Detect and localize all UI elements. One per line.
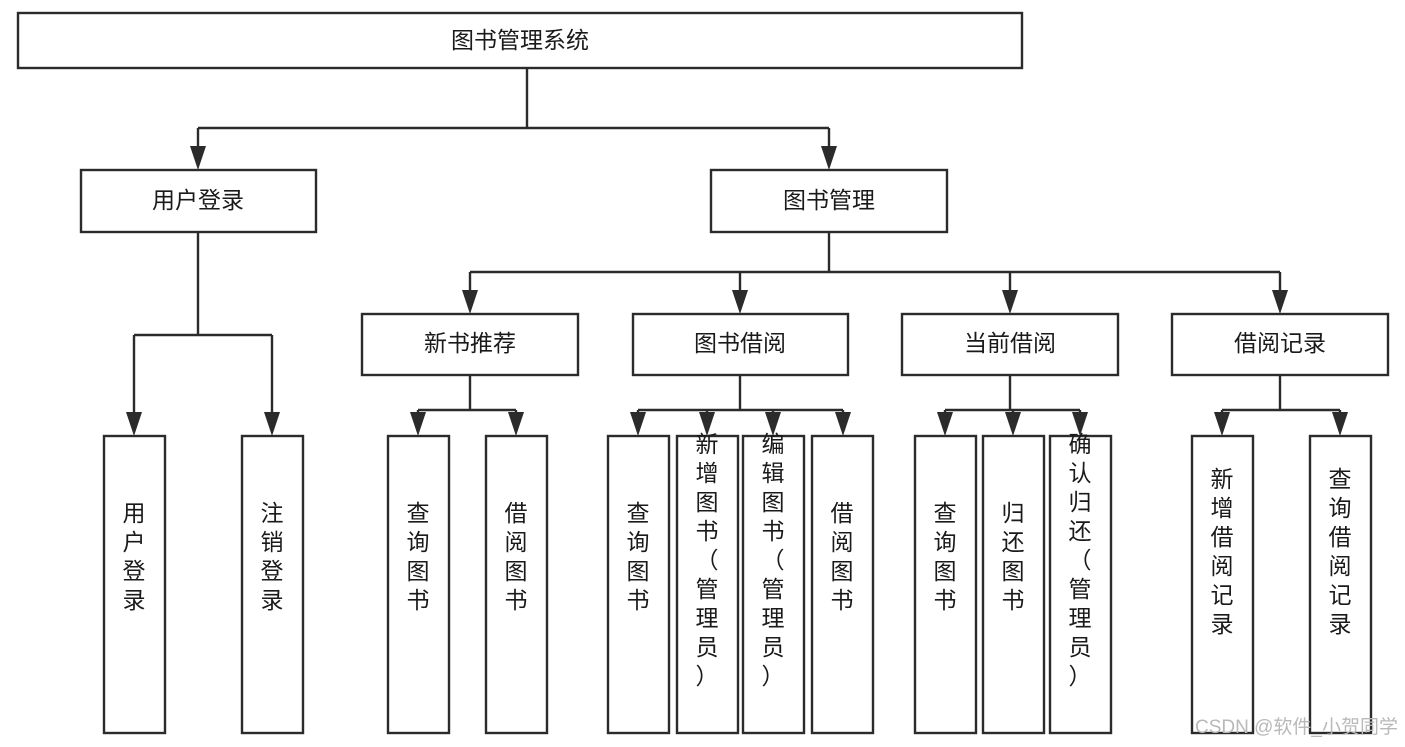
node-borrow-record-box[interactable] — [1170, 312, 1390, 377]
leaf-new-book-recommend-0-label: 查询图书 — [407, 500, 430, 613]
arrow-head-leaf-borrow-record-0 — [1214, 412, 1230, 436]
node-root-label: 图书管理系统 — [451, 27, 589, 53]
leaf-book-borrow-1-box[interactable] — [675, 434, 740, 735]
leaf-borrow-record-1[interactable]: 查询借阅记录 — [1308, 434, 1373, 735]
leaf-new-book-recommend-1-label: 借阅图书 — [505, 500, 528, 613]
leaf-current-borrow-0-label: 查询图书 — [934, 500, 957, 613]
arrow-head-leaf-user-login-1 — [264, 412, 280, 436]
leaf-current-borrow-1-label: 归还图书 — [1002, 500, 1025, 613]
node-book-borrow-label: 图书借阅 — [694, 330, 786, 356]
node-new-book-recommend-box[interactable] — [360, 312, 580, 377]
leaf-book-borrow-3-box[interactable] — [810, 434, 875, 735]
node-current-borrow-box[interactable] — [900, 312, 1120, 377]
leaf-current-borrow-0-box[interactable] — [913, 434, 978, 735]
node-book-borrow-box[interactable] — [631, 312, 850, 377]
node-user-login[interactable]: 用户登录 — [79, 168, 318, 234]
leaf-book-borrow-2[interactable]: 编辑图书（管理员） — [741, 431, 806, 735]
arrow-head-leaf-current-borrow-2 — [1072, 412, 1088, 436]
node-borrow-record[interactable]: 借阅记录 — [1170, 312, 1390, 377]
leaf-user-login-1-box[interactable] — [240, 434, 305, 735]
leaf-book-borrow-3-label: 借阅图书 — [831, 500, 854, 613]
arrow-head-book-borrow — [732, 290, 748, 314]
leaf-new-book-recommend-1[interactable]: 借阅图书 — [484, 434, 549, 735]
arrow-head-leaf-new-book-1 — [508, 412, 524, 436]
node-new-book-recommend[interactable]: 新书推荐 — [360, 312, 580, 377]
leaf-borrow-record-0-label: 新增借阅记录 — [1211, 466, 1234, 637]
leaf-book-borrow-3[interactable]: 借阅图书 — [810, 434, 875, 735]
arrow-head-leaf-current-borrow-0 — [937, 412, 953, 436]
leaf-borrow-record-0[interactable]: 新增借阅记录 — [1190, 434, 1255, 735]
leaf-book-borrow-1[interactable]: 新增图书（管理员） — [675, 431, 740, 735]
arrow-head-leaf-borrow-record-1 — [1332, 412, 1348, 436]
leaf-book-borrow-1-label: 新增图书（管理员） — [696, 431, 719, 689]
watermark-label: CSDN @软件_小贺同学 — [1195, 716, 1398, 738]
node-book-borrow[interactable]: 图书借阅 — [631, 312, 850, 377]
arrow-head-leaf-book-borrow-3 — [835, 412, 851, 436]
node-root[interactable]: 图书管理系统 — [16, 11, 1024, 70]
node-current-borrow[interactable]: 当前借阅 — [900, 312, 1120, 377]
arrow-head-book-manage — [821, 146, 837, 170]
leaf-current-borrow-1[interactable]: 归还图书 — [981, 434, 1046, 735]
node-user-login-box[interactable] — [79, 168, 318, 234]
node-book-manage-box[interactable] — [709, 168, 949, 234]
arrow-head-leaf-book-borrow-2 — [765, 412, 781, 436]
leaf-current-borrow-0[interactable]: 查询图书 — [913, 434, 978, 735]
leaf-user-login-0-box[interactable] — [102, 434, 167, 735]
leaf-borrow-record-1-box[interactable] — [1308, 434, 1373, 735]
node-book-manage[interactable]: 图书管理 — [709, 168, 949, 234]
leaf-book-borrow-0-box[interactable] — [606, 434, 671, 735]
leaf-book-borrow-2-box[interactable] — [741, 434, 806, 735]
leaf-book-borrow-2-label: 编辑图书（管理员） — [762, 431, 785, 689]
leaf-current-borrow-2-box[interactable] — [1048, 434, 1113, 735]
node-new-book-recommend-label: 新书推荐 — [424, 330, 516, 356]
arrow-head-current-borrow — [1002, 290, 1018, 314]
leaf-book-borrow-0-label: 查询图书 — [627, 500, 650, 613]
leaf-user-login-0[interactable]: 用户登录 — [102, 434, 167, 735]
arrow-head-leaf-current-borrow-1 — [1005, 412, 1021, 436]
arrow-head-user-login — [190, 146, 206, 170]
arrow-head-new-book-recommend — [462, 290, 478, 314]
leaf-current-borrow-2[interactable]: 确认归还（管理员） — [1048, 431, 1113, 735]
node-borrow-record-label: 借阅记录 — [1234, 330, 1326, 356]
leaf-current-borrow-2-label: 确认归还（管理员） — [1069, 431, 1092, 689]
arrow-head-leaf-book-borrow-0 — [630, 412, 646, 436]
node-book-manage-label: 图书管理 — [783, 187, 875, 213]
leaf-new-book-recommend-0[interactable]: 查询图书 — [386, 434, 451, 735]
node-current-borrow-label: 当前借阅 — [964, 330, 1056, 356]
arrow-head-leaf-new-book-0 — [410, 412, 426, 436]
leaf-new-book-recommend-0-box[interactable] — [386, 434, 451, 735]
leaf-borrow-record-0-box[interactable] — [1190, 434, 1255, 735]
leaf-user-login-1[interactable]: 注销登录 — [240, 434, 305, 735]
leaf-user-login-1-label: 注销登录 — [261, 500, 284, 613]
leaf-current-borrow-1-box[interactable] — [981, 434, 1046, 735]
leaf-borrow-record-1-label: 查询借阅记录 — [1329, 466, 1352, 637]
leaf-new-book-recommend-1-box[interactable] — [484, 434, 549, 735]
leaf-user-login-0-label: 用户登录 — [123, 500, 146, 613]
connector-layer — [126, 68, 1348, 436]
arrow-head-leaf-book-borrow-1 — [699, 412, 715, 436]
arrow-head-leaf-user-login-0 — [126, 412, 142, 436]
arrow-head-borrow-record — [1272, 290, 1288, 314]
leaf-book-borrow-0[interactable]: 查询图书 — [606, 434, 671, 735]
node-user-login-label: 用户登录 — [152, 187, 244, 213]
node-root-box[interactable] — [16, 11, 1024, 70]
